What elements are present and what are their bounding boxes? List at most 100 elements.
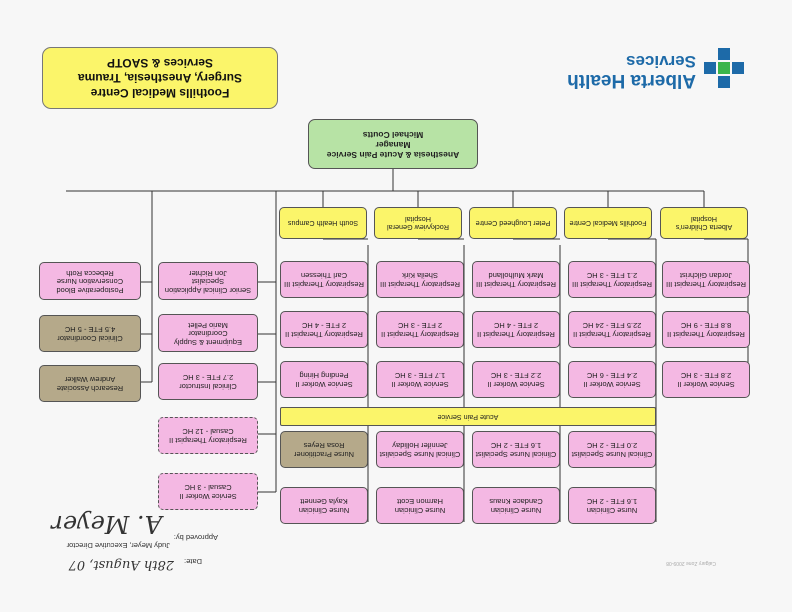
staff-box: Respiratory Therapist II 8.8 FTE - 9 HC (662, 311, 750, 348)
staff-role: Research Associate (56, 384, 124, 394)
staff-detail: 2.7 FTE - 3 HC (182, 373, 234, 383)
staff-box: Service Worker II Pending Hiring (280, 361, 368, 398)
staff-role: Nurse Practitioner (293, 450, 355, 460)
site-box: Peter Lougheed Centre (469, 207, 557, 239)
staff-role: Service Worker II (179, 492, 237, 502)
staff-role: Respiratory Therapist II (285, 330, 363, 340)
staff-detail: Harmon Ecott (397, 497, 443, 507)
staff-detail: 2.1 FTE - 3 HC (586, 271, 638, 281)
staff-role: Clinical Instructor (179, 382, 237, 392)
staff-detail: Carl Thiessen (300, 271, 348, 281)
staff-box: Respiratory Therapist III Sheila Kirk (376, 261, 464, 298)
staff-box: Nurse Clinician Harmon Ecott (376, 487, 464, 524)
staff-role: Respiratory Therapist III (476, 280, 556, 290)
title-line1: Foothills Medical Centre (90, 86, 230, 101)
staff-role: Clinical Nurse Specialist (571, 450, 653, 460)
staff-role: Respiratory Therapist II (477, 330, 555, 340)
staff-box: Respiratory Therapist II 2 FTE - 3 HC (376, 311, 464, 348)
staff-role: Respiratory Therapist II (381, 330, 459, 340)
site-line2: Hospital (405, 215, 431, 224)
staff-detail: 2.2 FTE - 3 HC (490, 371, 542, 381)
staff-detail: 4.5 FTE - 5 HC (64, 325, 116, 335)
staff-role: Service Worker II (677, 380, 735, 390)
approval-block: Date: 28th August, 07 Approved by: Judy … (42, 510, 222, 572)
staff-box: Nurse Clinician Kayla Gennett (280, 487, 368, 524)
approved-by-label: Approved by: (173, 533, 218, 542)
staff-detail: 2.0 FTE - 2 HC (586, 441, 638, 451)
site-box: Foothills Medical Centre (564, 207, 652, 239)
logo-line2: Services (626, 52, 696, 72)
site-box: Rockyview General Hospital (374, 207, 462, 239)
staff-box: Clinical Nurse Specialist 2.0 FTE - 2 HC (568, 431, 656, 468)
staff-box: Respiratory Therapist III Jordan Gilchri… (662, 261, 750, 298)
site-line1: Peter Lougheed Centre (475, 219, 551, 229)
date-label: Date: (184, 557, 202, 566)
staff-box: Clinical Nurse Specialist Jennifer Holli… (376, 431, 464, 468)
staff-detail: Casual - 12 HC (182, 427, 234, 437)
title-line2: Surgery, Anesthesia, Trauma (77, 71, 243, 86)
logo-line1: Alberta Health (567, 70, 696, 91)
staff-box: Service Worker II 2.8 FTE - 3 HC (662, 361, 750, 398)
staff-box: Respiratory Therapist II Casual - 12 HC (158, 417, 258, 454)
date-value: 28th August, 07 (68, 557, 174, 572)
staff-role: Respiratory Therapist II (573, 330, 651, 340)
staff-box: Postoperative Blood Conservation Nurse R… (39, 262, 141, 300)
chart-title-box: Foothills Medical Centre Surgery, Anesth… (42, 47, 278, 109)
staff-role: Equipment & Supply (174, 337, 242, 347)
site-line1: Foothills Medical Centre (569, 219, 647, 229)
staff-role: Service Worker II (391, 380, 449, 390)
staff-role: Respiratory Therapist III (666, 280, 746, 290)
staff-detail: 8.8 FTE - 9 HC (680, 321, 732, 331)
staff-role: Senior Clinical Application (164, 285, 252, 295)
staff-detail: Casual - 3 HC (184, 483, 232, 493)
staff-detail: Mark Mulholland (488, 271, 544, 281)
staff-detail: 1.6 FTE - 2 HC (490, 441, 542, 451)
staff-box: Clinical Coordinator 4.5 FTE - 5 HC (39, 315, 141, 352)
staff-detail: Pending Hiring (299, 371, 349, 381)
staff-role: Clinical Coordinator (57, 334, 123, 344)
staff-role: Nurse Clinician (394, 506, 446, 516)
staff-box: Respiratory Therapist II 22.5 FTE - 24 H… (568, 311, 656, 348)
site-line1: Rockyview General (387, 223, 449, 233)
manager-line1: Anesthesia & Acute Pain Service (326, 149, 460, 160)
staff-box: Clinical Instructor 2.7 FTE - 3 HC (158, 363, 258, 400)
staff-role: Respiratory Therapist II (667, 330, 745, 340)
staff-box: Nurse Practitioner Rosa Reyes (280, 431, 368, 468)
staff-box: Senior Clinical Application Specialist J… (158, 262, 258, 300)
staff-role: Respiratory Therapist III (380, 280, 460, 290)
staff-box: Respiratory Therapist III Carl Thiessen (280, 261, 368, 298)
staff-box: Service Worker II 2.2 FTE - 3 HC (472, 361, 560, 398)
staff-role: Nurse Clinician (586, 506, 638, 516)
approver-name: Judy Meyer, Executive Director (66, 541, 170, 550)
staff-box: Service Worker II Casual - 3 HC (158, 473, 258, 510)
signature: A. Meyer (51, 510, 162, 538)
staff-detail: 22.5 FTE - 24 HC (582, 321, 642, 331)
staff-role: Nurse Clinician (490, 506, 542, 516)
staff-role: Respiratory Therapist III (284, 280, 364, 290)
staff-extra: Rebecca Roth (66, 268, 114, 278)
staff-box: Respiratory Therapist II 2 FTE - 4 HC (472, 311, 560, 348)
staff-role: Service Worker II (487, 380, 545, 390)
staff-box: Clinical Nurse Specialist 1.6 FTE - 2 HC (472, 431, 560, 468)
staff-detail: Rosa Reyes (303, 441, 345, 451)
staff-role: Service Worker II (583, 380, 641, 390)
staff-detail: Conservation Nurse (56, 277, 124, 287)
manager-line3: Michael Coutts (362, 130, 424, 141)
logo-wordmark: Alberta Health Services (567, 52, 696, 91)
acute-pain-service-label: Acute Pain Service (437, 412, 499, 422)
staff-detail: 1.6 FTE - 2 HC (586, 497, 638, 507)
staff-role: Respiratory Therapist III (572, 280, 652, 290)
staff-detail: 2 FTE - 4 HC (301, 321, 347, 331)
staff-box: Nurse Clinician Candace Knaus (472, 487, 560, 524)
alberta-health-logo-icon (704, 48, 744, 88)
staff-extra: Jon Richter (189, 268, 227, 278)
staff-box: Service Worker II 1.7 FTE - 3 HC (376, 361, 464, 398)
footer-stamp: Calgary Zone 2009-08 (666, 560, 716, 566)
staff-box: Equipment & Supply Coordinator Mario Pel… (158, 314, 258, 352)
staff-detail: Specialist (191, 277, 225, 287)
staff-detail: Jordan Gilchrist (679, 271, 733, 281)
staff-role: Nurse Clinician (298, 506, 350, 516)
staff-box: Respiratory Therapist III 2.1 FTE - 3 HC (568, 261, 656, 298)
staff-detail: Candace Knaus (489, 497, 543, 507)
